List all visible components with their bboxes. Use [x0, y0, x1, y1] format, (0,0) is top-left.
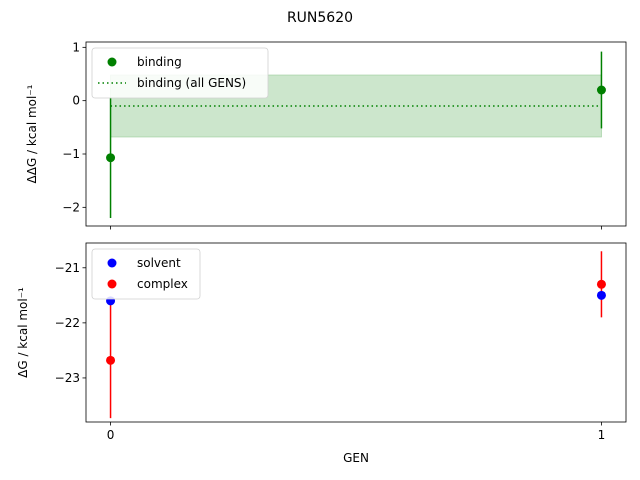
- point-binding: [106, 153, 116, 163]
- y-tick-label: −23: [55, 371, 80, 385]
- legend-marker-complex: [107, 279, 117, 289]
- point-binding: [596, 85, 606, 95]
- axes-frame-top: [85, 41, 627, 227]
- axes-frame-bottom: [85, 242, 627, 423]
- legend-marker-solvent: [107, 258, 117, 268]
- point-complex: [106, 355, 116, 365]
- chart-title: RUN5620: [287, 10, 353, 26]
- panel-solvent-complex: −21 −22 −23 0 1 ΔG / kcal mol⁻¹ GEN solvent comp…: [16, 242, 627, 465]
- point-solvent: [596, 290, 606, 300]
- y-axis-label: ΔG / kcal mol⁻¹: [16, 287, 30, 378]
- y-tick-label: −2: [62, 200, 80, 214]
- x-tick-label: 0: [107, 428, 115, 442]
- y-tick-label: 1: [72, 40, 80, 54]
- x-tick-label: 1: [598, 428, 606, 442]
- legend-label: binding (all GENS): [137, 76, 246, 90]
- legend-marker-binding: [107, 57, 117, 67]
- y-tick-label: −22: [55, 316, 80, 330]
- x-axis-label: GEN: [343, 451, 369, 465]
- legend-label: complex: [137, 277, 188, 291]
- legend-label: binding: [137, 55, 182, 69]
- point-complex: [596, 279, 606, 289]
- y-tick-label: 0: [72, 94, 80, 108]
- panel-binding: 1 0 −1 −2 ΔΔG / kcal mol⁻¹ binding binding (al…: [25, 40, 627, 230]
- y-tick-label: −21: [55, 261, 80, 275]
- y-axis-label: ΔΔG / kcal mol⁻¹: [25, 84, 39, 183]
- legend-box: [91, 248, 201, 300]
- y-tick-label: −1: [62, 147, 80, 161]
- legend-box: [91, 47, 269, 99]
- legend-label: solvent: [137, 256, 181, 270]
